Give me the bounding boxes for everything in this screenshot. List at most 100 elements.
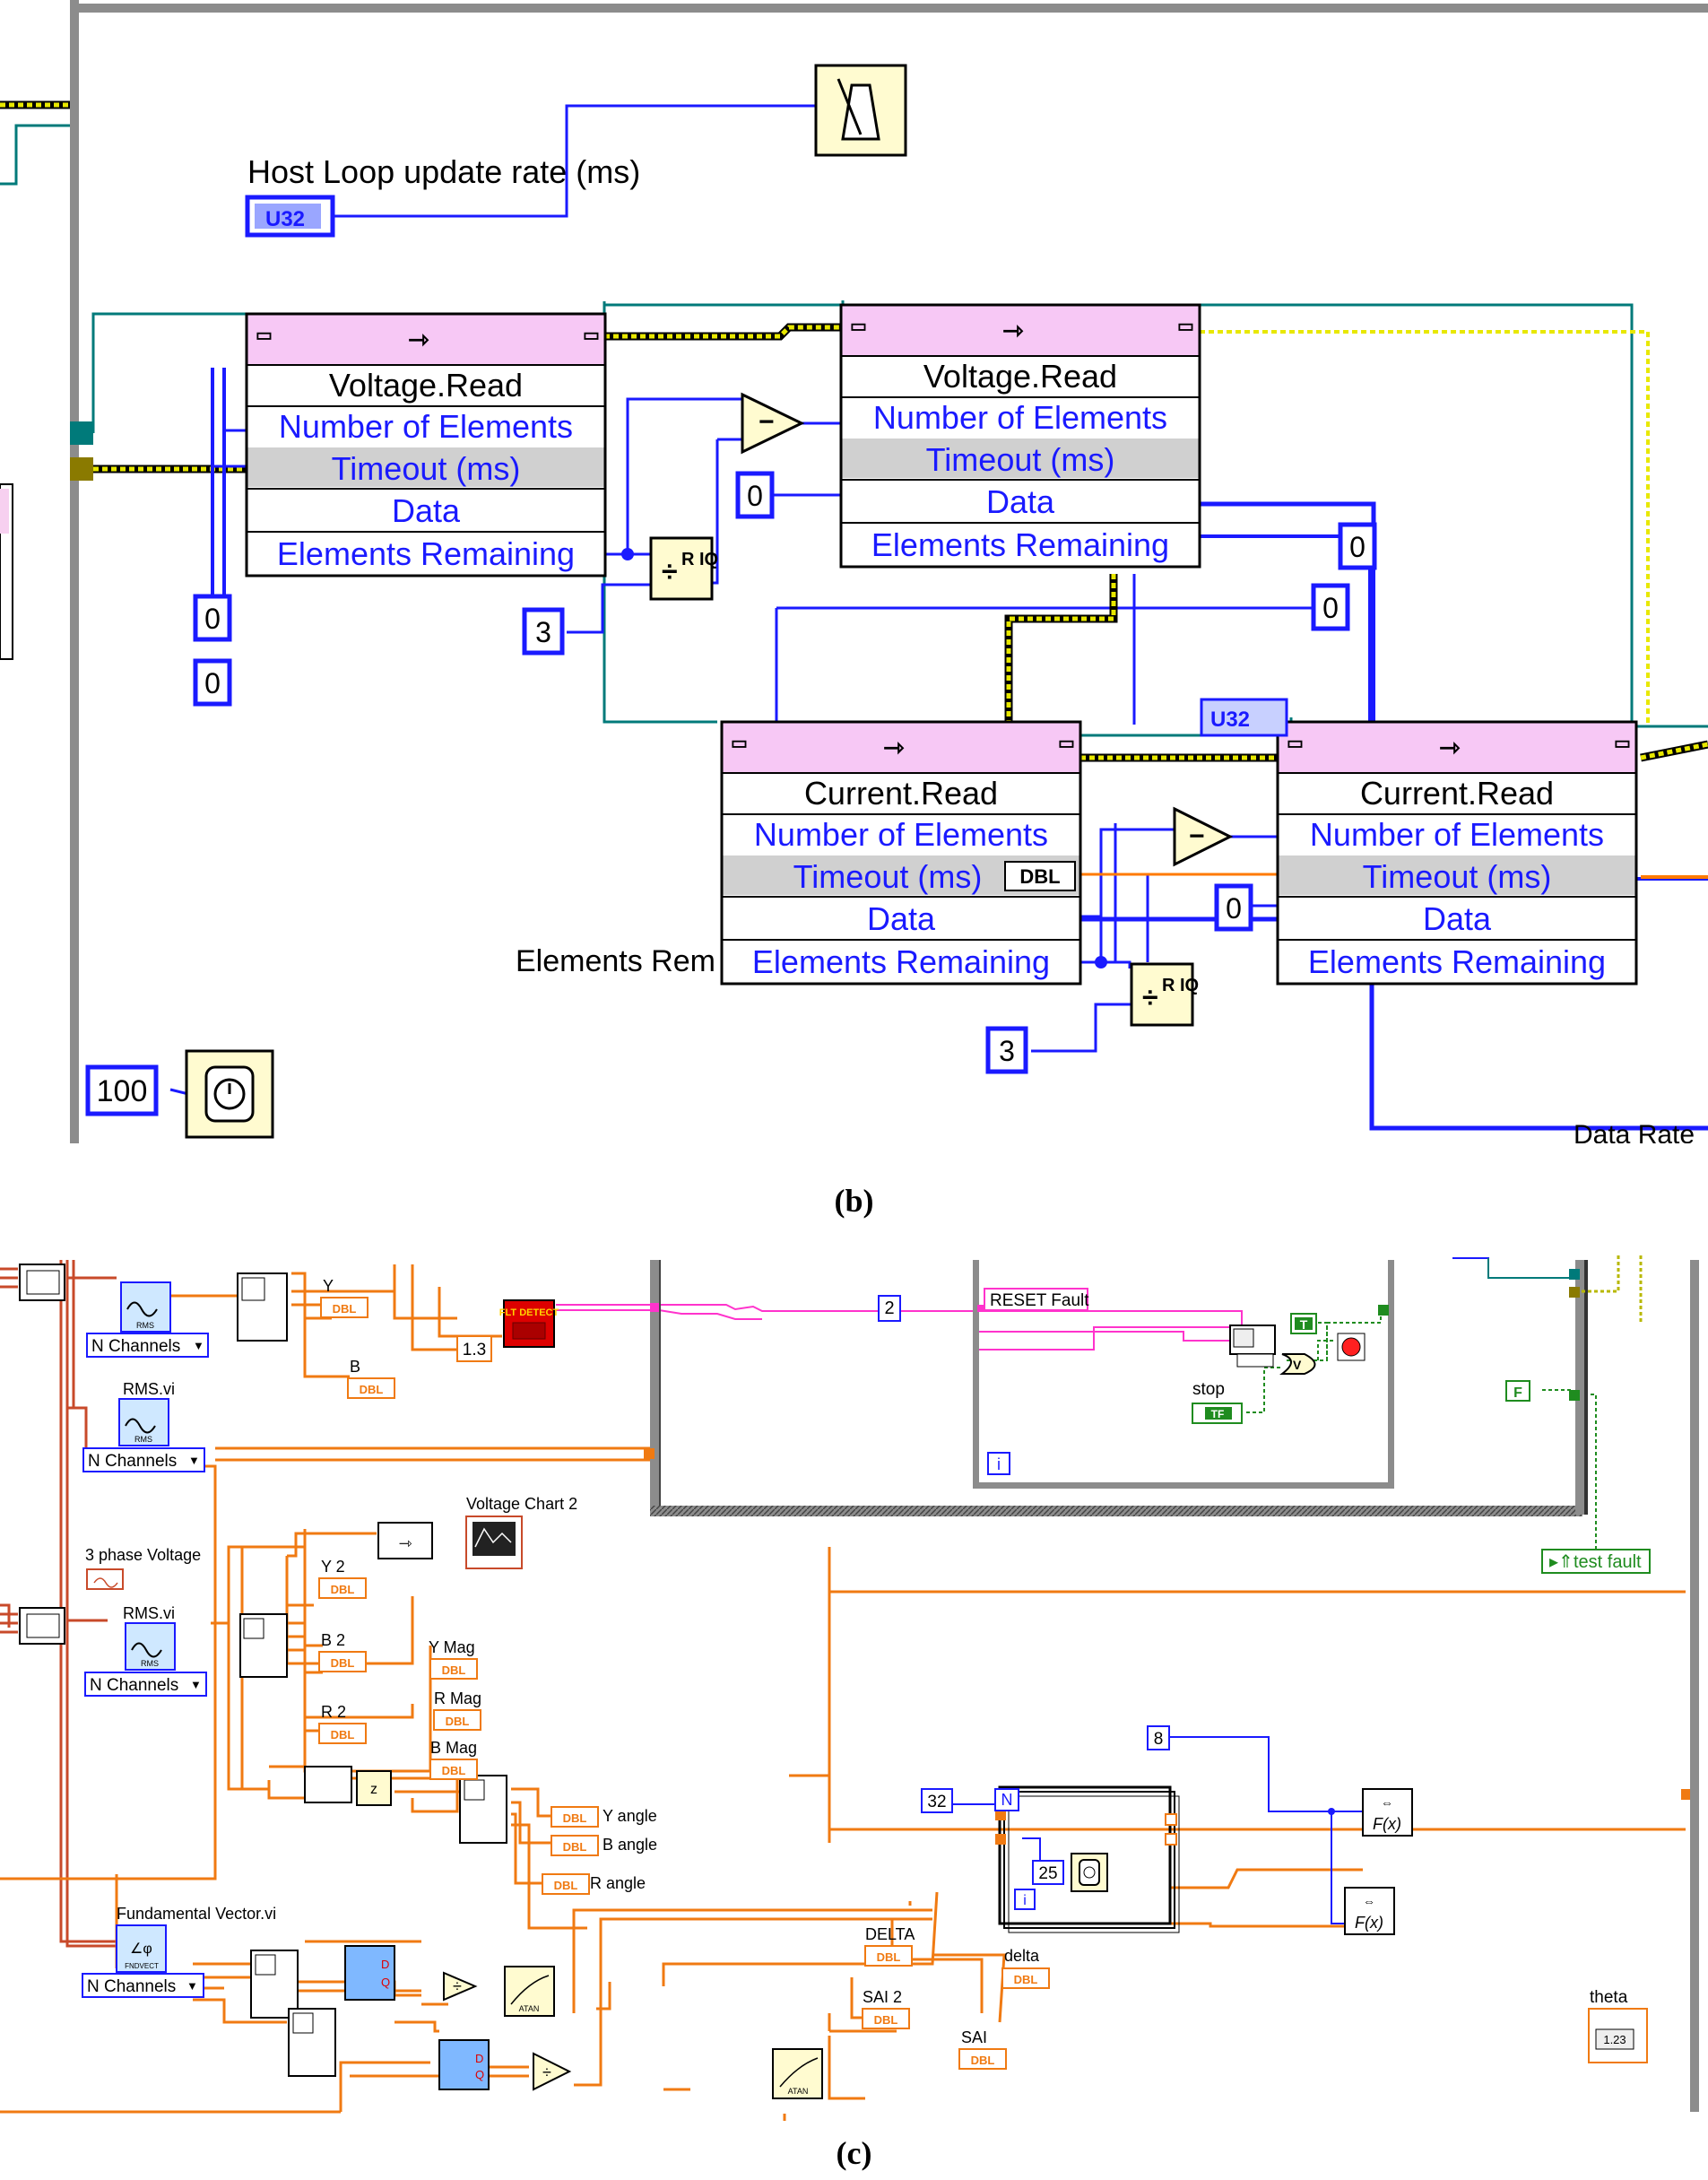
indicator-y-angle: DBL Y angle [551, 1806, 657, 1828]
const-3-b[interactable]: 3 [985, 1026, 1028, 1074]
invoke-arrow-icon: ⇾ [883, 734, 905, 761]
cluster-tunnel [70, 457, 93, 481]
const-0-d[interactable]: 0 [1338, 522, 1377, 570]
n-channels-value: N Channels [88, 1452, 177, 1471]
const-100[interactable]: 100 [85, 1064, 159, 1116]
prop-timeout[interactable]: Timeout (ms) [1363, 858, 1552, 895]
indicator-sai2-label: SAI 2 [863, 1988, 902, 2006]
const-8[interactable]: 8 [1147, 1725, 1170, 1750]
prop-elements-remaining[interactable]: Elements Remaining [277, 535, 575, 572]
const-2[interactable]: 2 [878, 1295, 901, 1322]
const-32[interactable]: 32 [921, 1788, 953, 1813]
prop-timeout[interactable]: Timeout (ms) [793, 858, 983, 895]
true-constant[interactable]: T [1290, 1313, 1317, 1334]
subtract-node-1: − [741, 392, 805, 455]
true-constant-label: T [1300, 1317, 1308, 1332]
node-err-glyph: ▭ [1614, 734, 1631, 753]
build-array-node: ⇾ [377, 1522, 433, 1559]
u32-control[interactable]: U32 [245, 195, 335, 238]
prop-number-of-elements[interactable]: Number of Elements [279, 408, 573, 445]
prop-timeout[interactable]: Timeout (ms) [332, 450, 521, 487]
n-channels-dropdown-3[interactable]: N Channels ▼ [84, 1672, 207, 1697]
wire-junction [1095, 956, 1107, 968]
reference-tunnel [70, 421, 93, 445]
stop-control[interactable]: TF [1192, 1403, 1243, 1424]
panel-b-wires [91, 300, 1708, 1131]
false-constant[interactable]: F [1505, 1380, 1530, 1402]
formula-node-2: ⇔ F(x) [1344, 1887, 1395, 1935]
const-0-e[interactable]: 0 [1311, 583, 1350, 631]
iteration-i: i [997, 1455, 1001, 1473]
prop-elements-remaining[interactable]: Elements Remaining [871, 526, 1169, 563]
indicator-r-angle: DBL R angle [542, 1873, 646, 1895]
cluster-node-1 [237, 1272, 288, 1342]
voltage-read-node-2: ▭ ▭ ⇾ Voltage.Read Number of Elements Ti… [839, 303, 1201, 569]
indicator-y-label: Y [323, 1277, 334, 1295]
const-0-f[interactable]: 0 [1214, 883, 1253, 932]
flt-detect-label: FLT DETECT [499, 1307, 559, 1318]
prop-data[interactable]: Data [867, 900, 936, 937]
prop-timeout[interactable]: Timeout (ms) [926, 441, 1115, 478]
dbl-tag: DBL [446, 1715, 470, 1728]
n-channels-dropdown-2[interactable]: N Channels ▼ [82, 1447, 205, 1472]
rms-vi-node-3: RMS [125, 1622, 176, 1671]
prop-data[interactable]: Data [392, 492, 461, 529]
indicator-b2: B 2 DBL [318, 1631, 367, 1672]
for-loop-tunnel [995, 1810, 1006, 1820]
indicator-y: Y DBL [320, 1277, 368, 1318]
const-0-b[interactable]: 0 [193, 658, 232, 707]
prop-data[interactable]: Data [986, 483, 1055, 520]
for-loop-frame [998, 1785, 1180, 1933]
wait-ms-icon [185, 1049, 274, 1139]
prop-data[interactable]: Data [1423, 900, 1492, 937]
stop-indicator[interactable] [1337, 1333, 1366, 1361]
n-channels-dropdown-4[interactable]: N Channels ▼ [82, 1973, 204, 1998]
host-loop-label: Host Loop update rate (ms) [247, 153, 640, 190]
caption-c: (c) [836, 2135, 872, 2171]
data-rate-label: Data Rate [1574, 1120, 1695, 1143]
numeric-display: 1.23 [1603, 2033, 1626, 2046]
theta-indicator: 1.23 [1588, 2008, 1648, 2063]
node-title: Voltage.Read [923, 358, 1117, 395]
divide-glyph: ÷ [542, 2063, 551, 2081]
unbundle-icon-1 [19, 1264, 65, 1301]
const-25[interactable]: 25 [1032, 1860, 1064, 1885]
flt-detect-node: FLT DETECT [499, 1299, 559, 1348]
prop-elements-remaining[interactable]: Elements Remaining [1308, 943, 1606, 980]
prop-number-of-elements[interactable]: Number of Elements [1310, 816, 1604, 853]
minus-icon: − [759, 407, 775, 437]
const-0-d-value: 0 [1349, 531, 1366, 563]
orange-tunnel-right [1681, 1789, 1692, 1800]
prop-number-of-elements[interactable]: Number of Elements [754, 816, 1048, 853]
formula-node-1: ⇔ F(x) [1362, 1788, 1413, 1837]
current-read-node-2: ▭ ▭ ⇾ Current.Read Number of Elements Ti… [1276, 720, 1638, 986]
quotient-remainder-node-2: ÷ R IQ [1130, 962, 1199, 1027]
dbl-tag: DBL [1014, 1973, 1038, 1986]
indicator-b-angle: DBL B angle [551, 1835, 657, 1856]
node-ref-glyph: ▭ [731, 734, 748, 753]
dbl-tag: DBL [360, 1383, 384, 1396]
const-0-a[interactable]: 0 [193, 594, 232, 642]
rms-vi-label-2: RMS.vi [123, 1604, 175, 1622]
const-3-a[interactable]: 3 [522, 607, 565, 656]
dbl-tag: DBL [331, 1656, 355, 1670]
n-channels-dropdown-1[interactable]: N Channels ▼ [86, 1333, 209, 1358]
indicator-delta-upper: DELTA DBL [864, 1925, 915, 1967]
dbl-tag: DBL [333, 1302, 357, 1316]
for-loop-tunnel [1165, 1833, 1177, 1846]
panel-b-block-diagram: Host Loop update rate (ms) U32 [0, 0, 1708, 1143]
indicator-y2: Y 2 DBL [318, 1558, 367, 1599]
node-ref-glyph: ▭ [256, 326, 273, 345]
resize-arrow-icon: ⇔ [1363, 1894, 1375, 1908]
u32-conversion-node: U32 [1200, 698, 1288, 737]
dbl-tag: DBL [563, 1811, 587, 1825]
prop-elements-remaining[interactable]: Elements Remaining [752, 943, 1050, 980]
indicator-r2-label: R 2 [321, 1703, 346, 1721]
prop-number-of-elements[interactable]: Number of Elements [873, 399, 1167, 436]
const-1-3[interactable]: 1.3 [456, 1335, 492, 1362]
reset-fault-label: RESET Fault [990, 1291, 1089, 1310]
three-phase-voltage-label: 3 phase Voltage [85, 1546, 201, 1564]
const-0-c[interactable]: 0 [735, 471, 775, 519]
cluster-wire-left [0, 100, 70, 186]
indicator-r-mag: R Mag DBL [433, 1689, 481, 1731]
